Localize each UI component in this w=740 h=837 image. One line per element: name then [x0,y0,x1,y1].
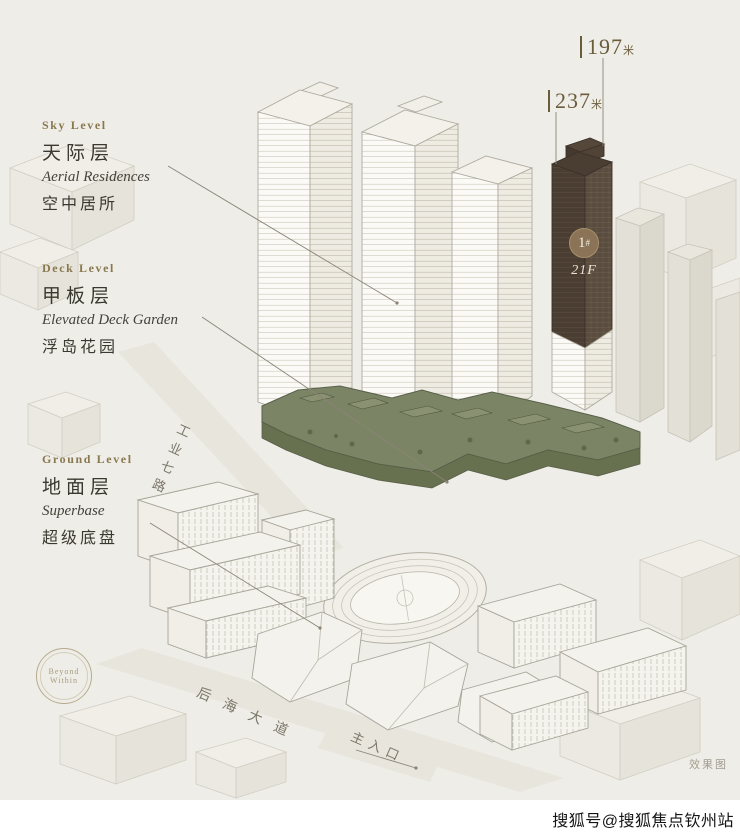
height-label-197m: 197米 [580,36,634,58]
watermark-text: 搜狐号@搜狐焦点钦州站 [552,812,734,830]
height-value: 197 [587,34,623,59]
ground-level-title: 地面层 [42,477,115,498]
height-unit: 米 [623,45,634,57]
ground-level-subtitle-zh: 超级底盘 [42,530,119,547]
tower-number-suffix: # [585,238,591,248]
callout-dots [318,301,449,770]
tower-1-building [550,137,614,411]
deck-garden-shape [261,385,641,489]
background-towers [614,207,740,461]
road-shapes [96,342,564,792]
tower-floors-label: 21F [571,263,597,278]
ground-level-subtitle-en: Superbase [42,503,105,519]
height-unit: 米 [591,99,602,111]
ground-level-eyebrow: Ground Level [42,452,133,466]
deck-level-subtitle-en: Elevated Deck Garden [42,312,179,328]
annotation-deck-level: Deck Level 甲板层 Elevated Deck Garden 浮岛花园 [42,261,178,357]
sky-level-subtitle-zh: 空中居所 [42,196,119,213]
annotation-ground-level: Ground Level 地面层 Superbase 超级底盘 [42,452,133,548]
sky-level-title: 天际层 [42,143,115,164]
ground-buildings [136,481,688,751]
brand-seal: Beyond Within [36,648,92,704]
tower-number: 1 [578,235,586,251]
tower-number-badge: 1# [569,228,599,258]
sky-level-subtitle-en: Aerial Residences [42,169,150,185]
stadium-track [323,552,487,644]
residential-towers [256,81,534,433]
height-label-237m: 237米 [548,90,602,112]
callout-lines [149,58,604,769]
height-value: 237 [555,88,591,113]
deck-level-eyebrow: Deck Level [42,261,115,275]
deck-level-title: 甲板层 [42,286,115,307]
watermark-bar: 搜狐号@搜狐焦点钦州站 [0,800,740,837]
seal-line2: Within [50,676,78,685]
annotation-sky-level: Sky Level 天际层 Aerial Residences 空中居所 [42,118,150,214]
sky-level-eyebrow: Sky Level [42,118,107,132]
deck-trees [307,429,619,455]
seal-line1: Beyond [48,667,80,676]
masterplan-illustration [0,58,740,799]
deck-level-subtitle-zh: 浮岛花园 [42,339,119,356]
render-note: 效果图 [689,759,728,771]
